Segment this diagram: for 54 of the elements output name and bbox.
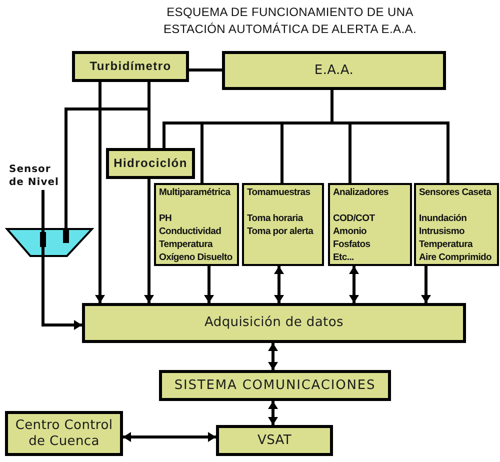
arrow <box>268 343 278 370</box>
box-label: Hidrociclón <box>114 156 188 171</box>
list-item: Amonio <box>333 225 367 238</box>
arrow <box>42 247 82 330</box>
water-tank <box>6 228 93 257</box>
list-item: Etc... <box>333 251 354 264</box>
box-label: SISTEMA COMUNICACIONES <box>174 378 376 394</box>
process-box <box>106 148 195 179</box>
list-item: PH <box>159 212 172 225</box>
process-box <box>216 425 333 456</box>
list-item: Temperatura <box>159 238 213 251</box>
box-label: Centro Control de Cuenca <box>14 418 114 450</box>
sensor-probe <box>40 232 46 247</box>
process-box <box>72 51 189 82</box>
arrow <box>274 266 284 303</box>
leader-line <box>42 190 44 232</box>
process-box <box>328 183 412 266</box>
box-label: VSAT <box>257 432 292 448</box>
sensor-probe <box>63 229 69 243</box>
connector-line <box>189 68 222 72</box>
box-label: Turbidímetro <box>90 59 172 74</box>
arrow <box>421 266 431 303</box>
sensor-label: Sensor de Nivel <box>9 163 63 190</box>
diagram-title: ESQUEMA DE FUNCIONAMIENTO DE UNA ESTACIÓN AUTOMÁTICA DE ALERTA E.A.A. <box>162 4 418 38</box>
connector-line <box>330 90 450 183</box>
arrow <box>204 266 214 303</box>
arrow <box>95 82 105 303</box>
list-item: COD/COT <box>333 212 375 225</box>
box-label: E.A.A. <box>314 62 354 78</box>
box-label: Adquisición de datos <box>204 315 344 331</box>
box-heading: Multiparamétrica <box>159 186 230 199</box>
arrow <box>144 179 154 303</box>
list-item: Oxígeno Disuelto <box>159 251 232 264</box>
list-item: Toma por alerta <box>247 225 314 238</box>
box-heading: Tomamuestras <box>247 186 310 199</box>
list-item: Aire Comprimido <box>419 251 492 264</box>
process-box <box>242 183 324 266</box>
process-box <box>414 183 499 266</box>
list-item: Intrusismo <box>419 225 465 238</box>
list-item: Conductividad <box>159 225 222 238</box>
arrow <box>349 266 359 303</box>
list-item: Fosfatos <box>333 238 370 251</box>
list-item: Toma horaria <box>247 212 303 225</box>
process-box <box>222 51 446 90</box>
list-item: Inundación <box>419 212 467 225</box>
process-box <box>154 183 239 266</box>
process-box <box>5 411 123 456</box>
arrow <box>123 432 216 442</box>
box-heading: Sensores Caseta <box>419 186 492 199</box>
process-box <box>82 303 466 343</box>
process-box <box>159 370 391 401</box>
arrow <box>268 401 278 425</box>
box-heading: Analizadores <box>333 186 389 199</box>
list-item: Temperatura <box>419 238 473 251</box>
